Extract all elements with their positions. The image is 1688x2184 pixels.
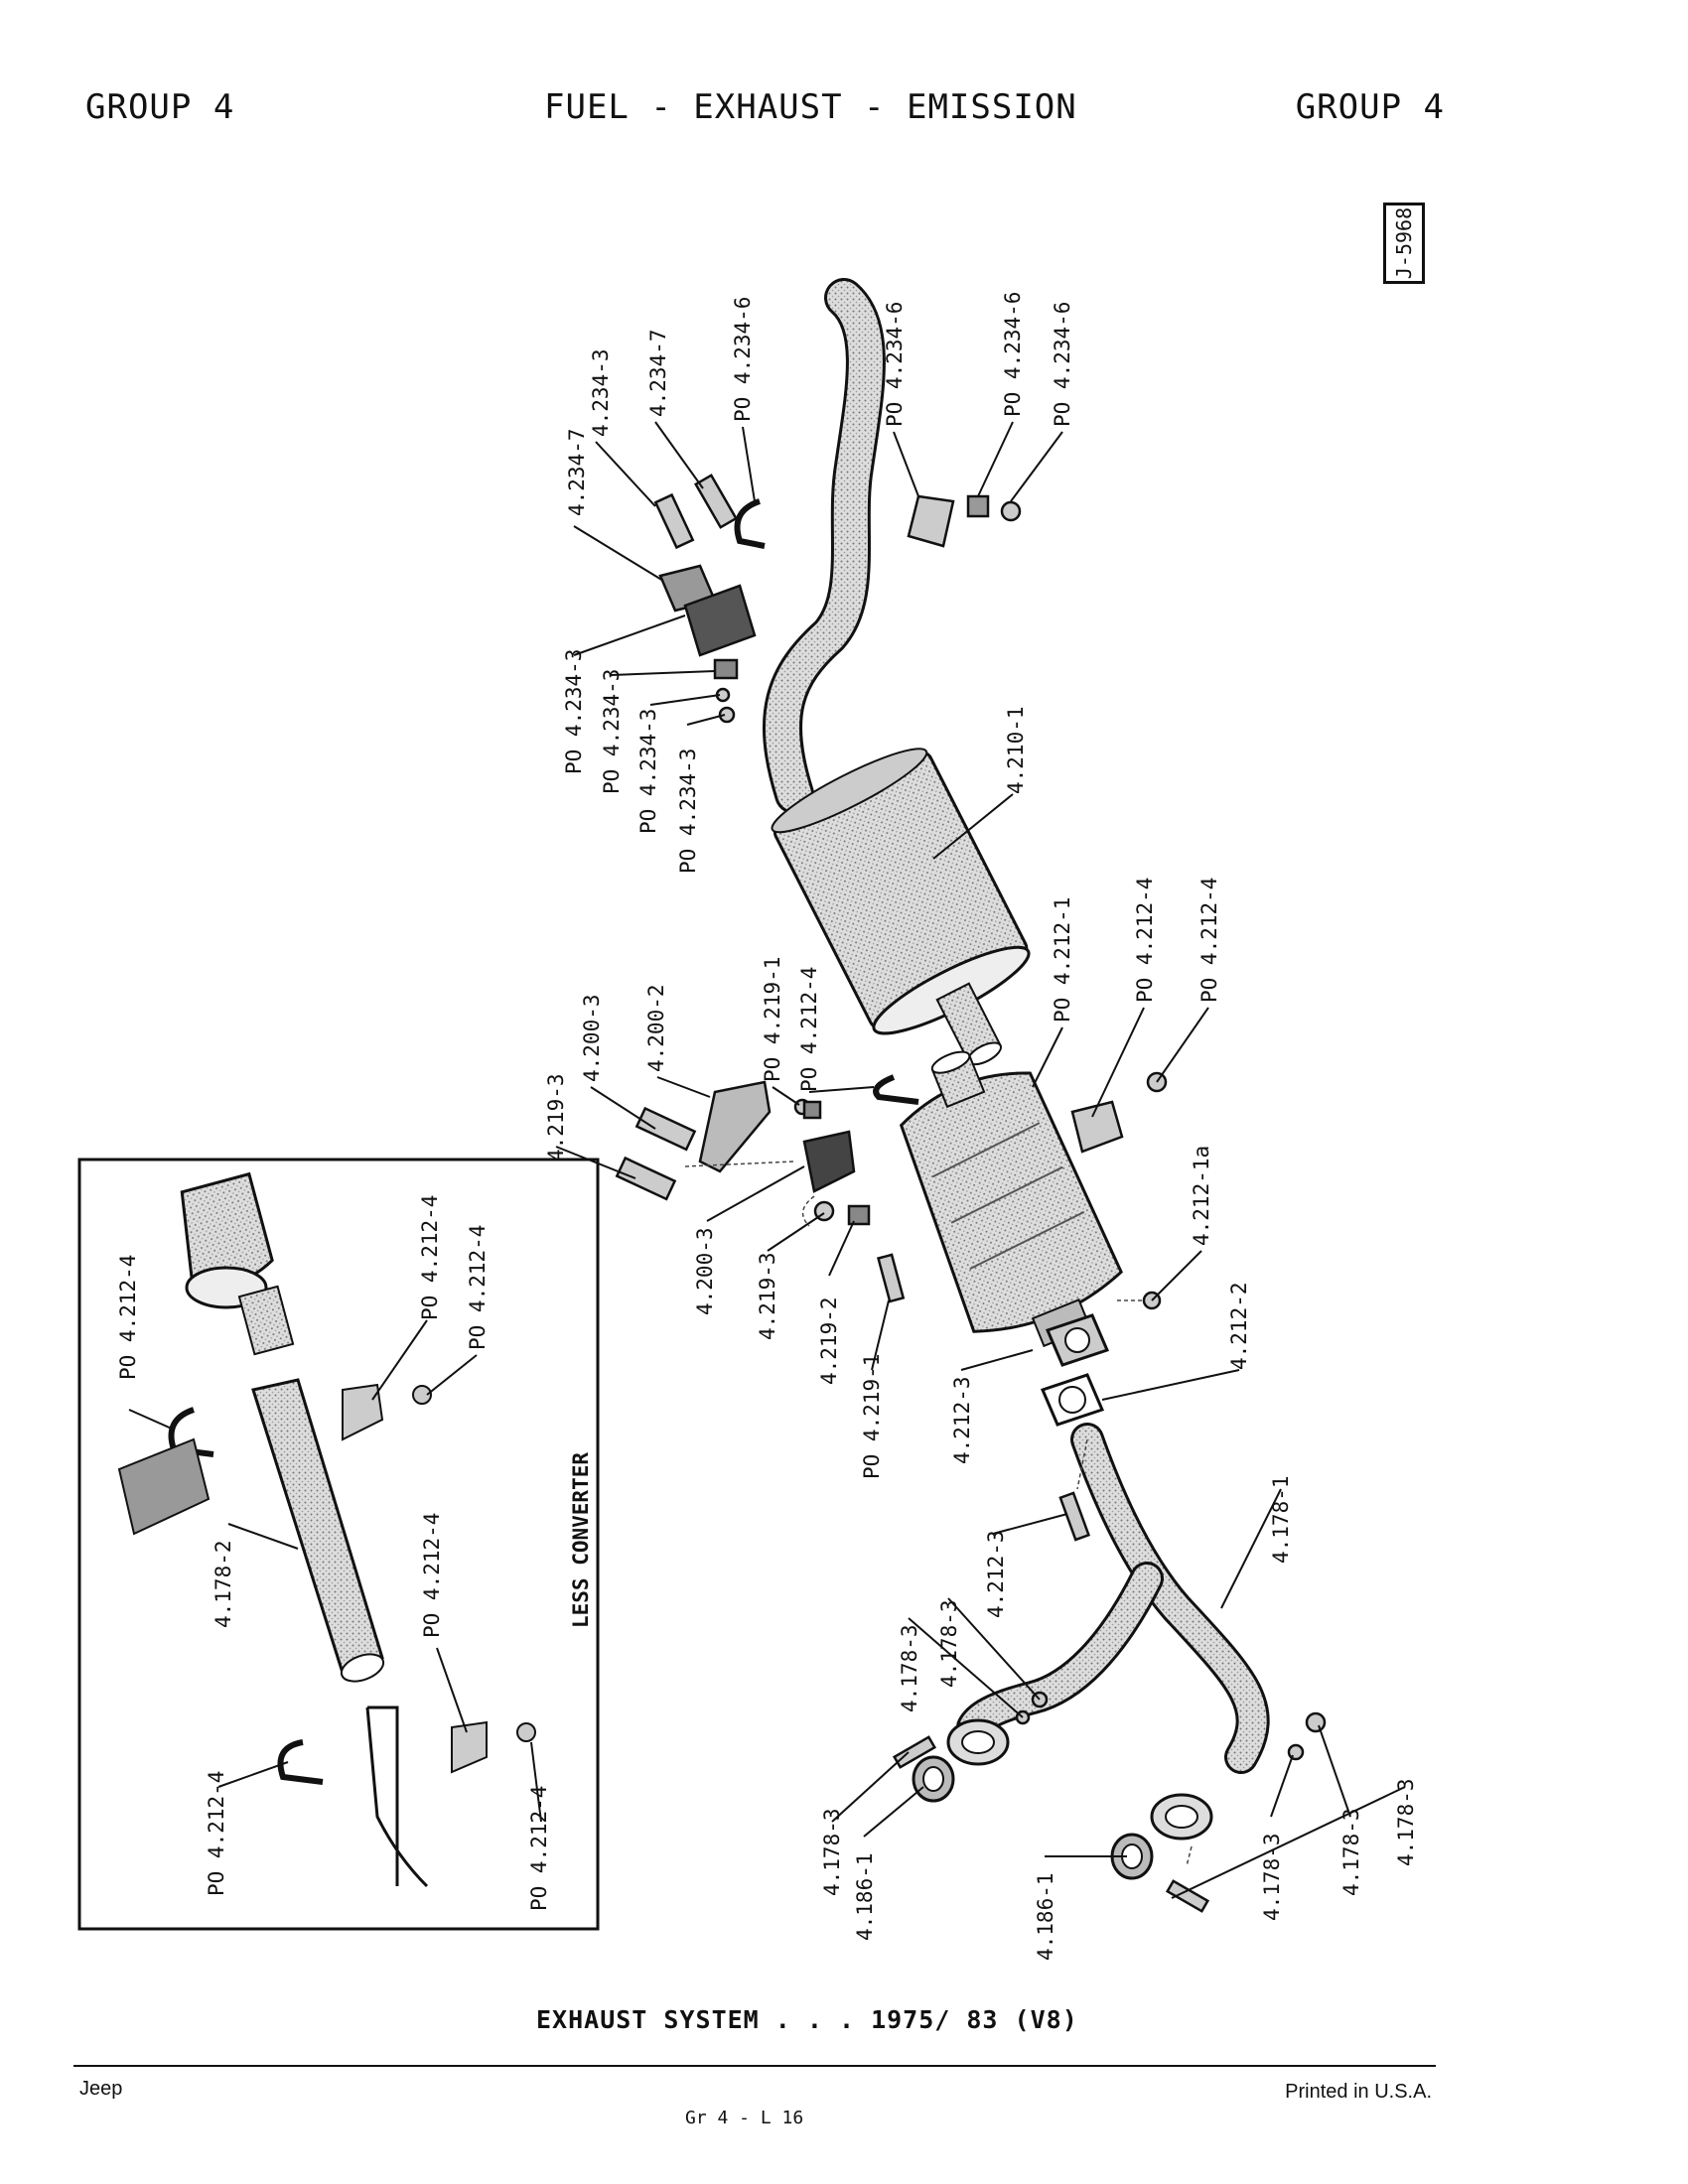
part-label: 4.186-1: [1034, 1872, 1057, 1961]
footer-page-ref: Gr 4 - L 16: [685, 2108, 804, 2128]
part-label: 4.200-3: [580, 994, 604, 1082]
part-label: 4.234-7: [565, 428, 589, 516]
part-label: 4.210-1: [1004, 706, 1028, 794]
inset-frame: [77, 1158, 600, 1931]
gasket: [1040, 1313, 1110, 1427]
part-label: 4.219-2: [817, 1297, 841, 1385]
part-label: PO 4.234-6: [731, 297, 755, 422]
part-label: PO 4.212-1: [1051, 897, 1074, 1023]
part-label: PO 4.234-6: [1001, 292, 1025, 417]
muffler: [771, 748, 1031, 1066]
part-label: PO 4.234-6: [883, 302, 907, 427]
part-label: PO 4.212-4: [1197, 878, 1221, 1003]
inset-part-label: PO 4.212-4: [420, 1513, 444, 1638]
catalytic-converter: [899, 1050, 1123, 1348]
part-label: PO 4.219-1: [860, 1354, 884, 1479]
tailpipe: [763, 278, 886, 814]
footer-divider: [73, 2065, 1436, 2067]
part-label: 4.200-2: [644, 984, 668, 1072]
part-label: 4.219-3: [756, 1252, 779, 1340]
part-label: 4.212-2: [1227, 1282, 1251, 1370]
part-label: 4.178-3: [1339, 1808, 1363, 1896]
part-label: 4.178-3: [937, 1599, 961, 1688]
inset-part-label: PO 4.212-4: [418, 1195, 442, 1320]
connector-lines: [684, 1160, 1193, 1867]
part-label: 4.178-3: [1394, 1778, 1418, 1866]
part-label: PO 4.212-4: [797, 967, 821, 1092]
seal-rings: [912, 1755, 1154, 1880]
part-label: 4.178-3: [1260, 1833, 1284, 1921]
part-label: 4.178-3: [898, 1624, 921, 1712]
part-label: 4.219-3: [544, 1073, 568, 1161]
part-label: 4.212-3: [984, 1530, 1008, 1618]
part-labels: 4.234-7 4.234-3 4.234-7 PO 4.234-6 PO 4.…: [116, 292, 1418, 1961]
y-pipe: [956, 1423, 1270, 1774]
inset-part-label: PO 4.212-4: [205, 1771, 228, 1896]
figure-id-box: J-5968: [1383, 203, 1425, 284]
part-label: PO 4.234-3: [562, 649, 586, 774]
group-heading-left: GROUP 4: [85, 87, 235, 127]
diagram-caption: EXHAUST SYSTEM . . . 1975/ 83 (V8): [536, 2005, 1078, 2034]
inset-title: LESS CONVERTER: [569, 1452, 593, 1628]
part-label: PO 4.212-4: [1133, 878, 1157, 1003]
part-label: PO 4.234-3: [636, 709, 660, 834]
inset-part-label: 4.178-2: [211, 1540, 235, 1628]
exhaust-flanges: [946, 1718, 1213, 1841]
inset-part-label: PO 4.212-4: [116, 1255, 140, 1380]
inset-part-label: PO 4.212-4: [466, 1225, 490, 1350]
part-label: PO 4.234-6: [1051, 302, 1074, 427]
group-heading-right: GROUP 4: [1295, 87, 1445, 127]
part-label: 4.200-3: [693, 1227, 717, 1315]
hardware: [615, 474, 1327, 1913]
part-label: 4.186-1: [853, 1852, 877, 1941]
leader-lines: [128, 421, 1406, 1899]
part-label: 4.212-3: [950, 1376, 974, 1464]
part-label: 4.234-3: [589, 348, 613, 437]
part-label: PO 4.234-3: [600, 669, 624, 794]
part-label: 4.178-1: [1269, 1475, 1293, 1564]
part-label: 4.178-3: [820, 1808, 844, 1896]
part-label: PO 4.219-1: [761, 957, 784, 1082]
part-label: 4.234-7: [646, 329, 670, 417]
footer-printed: Printed in U.S.A.: [1285, 2081, 1432, 2103]
footer-brand: Jeep: [79, 2078, 123, 2100]
section-title: FUEL - EXHAUST - EMISSION: [544, 87, 1077, 127]
part-label: PO 4.234-3: [676, 749, 700, 874]
part-label: 4.212-1a: [1190, 1146, 1213, 1246]
